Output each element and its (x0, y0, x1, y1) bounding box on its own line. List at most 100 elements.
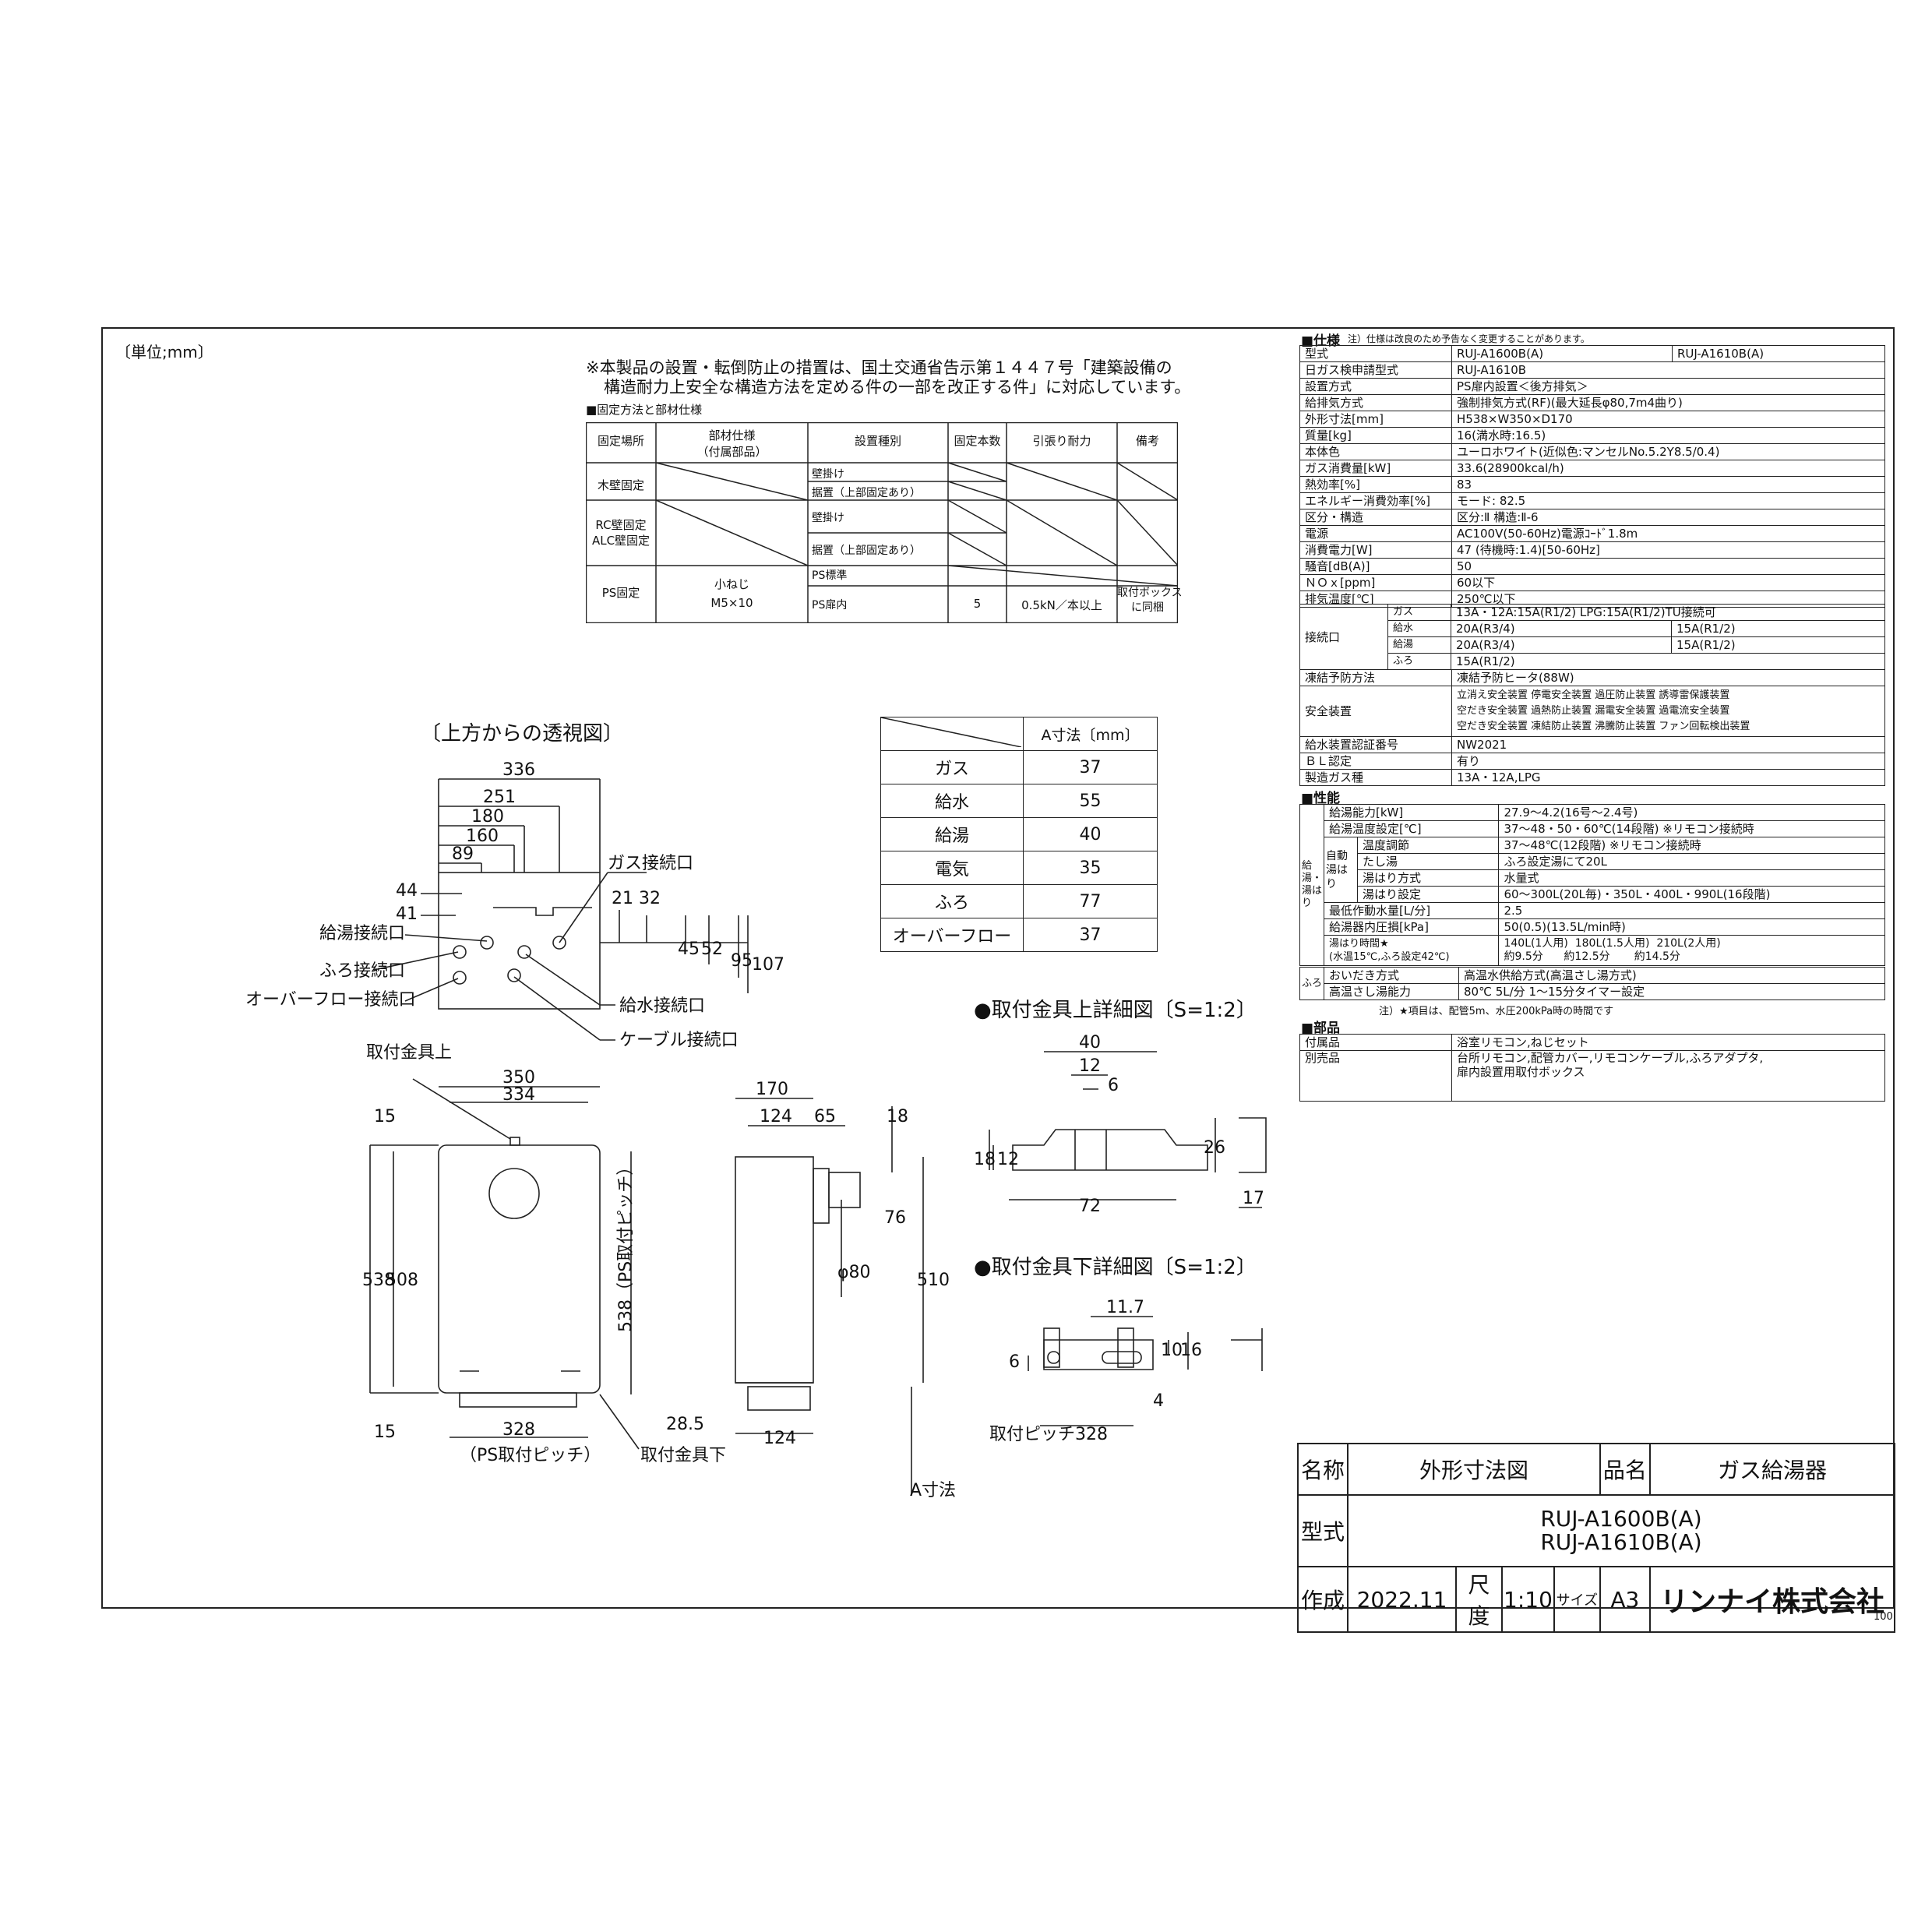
conn-key: 給水 (1387, 620, 1451, 637)
spec-value: RUJ-A1610B(A) (1672, 345, 1885, 362)
perf-footnote: 注）★項目は、配管5m、水圧200kPa時の時間です (1379, 1006, 1614, 1017)
sheet-number: 100 (1874, 1611, 1893, 1623)
perf-value: 27.9～4.2(16号～2.4号) (1498, 804, 1885, 821)
perf-value: 2.5 (1498, 902, 1885, 919)
a-row-value: 77 (1023, 884, 1158, 918)
rc-floor-set: 据置（上部固定あり） (812, 545, 921, 557)
dim-phi80: φ80 (837, 1263, 871, 1282)
bracket-bottom-label: 取付金具下 (640, 1446, 726, 1465)
perf-table: 給湯・湯はり給湯能力[kW]27.9～4.2(16号～2.4号) 給湯温度設定[… (1299, 804, 1885, 966)
perf-key: 最低作動水量[L/分] (1323, 902, 1500, 919)
spec-key: 給排気方式 (1299, 394, 1452, 411)
ps-count: 5 (973, 597, 982, 611)
dim-21: 21 (612, 889, 633, 908)
a-row-name: 給水 (880, 784, 1024, 818)
perf-value: 水量式 (1498, 869, 1885, 887)
spec-key: 質量[kg] (1299, 427, 1452, 444)
dim-18-bracket: 18 (974, 1150, 996, 1169)
size-label: サイズ (1553, 1566, 1601, 1633)
a-table-header: A寸法〔mm〕 (1023, 717, 1158, 751)
safety-line-1: 立消え安全装置 停電安全装置 過圧防止装置 誘導雷保護装置 (1457, 689, 1730, 701)
a-row-name: ふろ (880, 884, 1024, 918)
spec-value: 13A・12A,LPG (1451, 769, 1885, 786)
parts-title: ■部品 (1301, 1021, 1341, 1036)
safety-line-2: 空だき安全装置 過熱防止装置 漏電安全装置 過電流安全装置 (1457, 705, 1730, 717)
title-block: 名称 外形寸法図 品名 ガス給湯器 型式 RUJ-A1600B(A) RUJ-A… (1297, 1443, 1896, 1633)
wood-wall-hang: 壁掛け (812, 468, 844, 481)
dim-16: 16 (1180, 1341, 1202, 1360)
spec-value: ユーロホワイト(近似色:マンセルNo.5.2Y8.5/0.4) (1451, 443, 1885, 460)
perf-key: おいだき方式 (1324, 967, 1460, 984)
safety-line-3: 空だき安全装置 凍結防止装置 沸騰防止装置 ファン回転検出装置 (1457, 721, 1750, 732)
spec-value: AC100V(50-60Hz)電源ｺｰﾄﾞ1.8m (1451, 525, 1885, 542)
ps-inner: PS扉内 (812, 599, 848, 612)
dim-4: 4 (1153, 1391, 1164, 1411)
spec-value: 有り (1451, 753, 1885, 770)
a-row-name: 電気 (880, 851, 1024, 885)
rc-wall-hang: 壁掛け (812, 512, 844, 524)
spec-value: 60以下 (1451, 574, 1885, 591)
spec-value: PS扉内設置＜後方排気＞ (1451, 378, 1885, 395)
dim-32: 32 (639, 889, 661, 908)
perf-value: 高温水供給方式(高温さし湯方式) (1458, 967, 1885, 984)
dim-72: 72 (1079, 1197, 1101, 1216)
name-value: 外形寸法図 (1347, 1443, 1601, 1496)
spec-value: 250℃以下 (1451, 591, 1885, 608)
spec-key: 本体色 (1299, 443, 1452, 460)
fill-time-key: 湯はり時間★(水温15℃,ふろ設定42℃) (1323, 935, 1500, 966)
dim-45: 45 (678, 940, 700, 959)
perf-value: 37～48・50・60℃(14段階) ※リモコン接続時 (1498, 820, 1885, 837)
dim-10: 10 (1161, 1341, 1183, 1360)
perf-value: 37～48℃(12段階) ※リモコン接続時 (1498, 837, 1885, 854)
wood-floor-set: 据置（上部固定あり） (812, 487, 921, 499)
lower-detail-title: ●取付金具下詳細図〔S=1:2〕 (974, 1256, 1257, 1279)
model-label: 型式 (1297, 1494, 1349, 1567)
perf-key: 給湯能力[kW] (1323, 804, 1500, 821)
conn-value: 20A(R3/4) (1451, 620, 1672, 637)
a-row-value: 35 (1023, 851, 1158, 885)
row-wood: 木壁固定 (597, 478, 644, 492)
scale-label: 尺度 (1455, 1566, 1503, 1633)
spec-key: 製造ガス種 (1299, 769, 1452, 786)
spec-safety: 立消え安全装置 停電安全装置 過圧防止装置 誘導雷保護装置空だき安全装置 過熱防… (1451, 686, 1885, 737)
conn-key: ガス (1387, 604, 1451, 621)
col-tensile: 引張り耐力 (1032, 434, 1091, 448)
perf-title: ■性能 (1301, 791, 1341, 806)
dim-124-bottom: 124 (763, 1429, 796, 1448)
col-count: 固定本数 (954, 434, 1001, 448)
spec-key: 騒音[dB(A)] (1299, 558, 1452, 575)
spec-key: 凍結予防方法 (1299, 669, 1452, 686)
dim-17: 17 (1243, 1189, 1264, 1208)
spec-note: 注）仕様は改良のため予告なく変更することがあります。 (1348, 333, 1590, 344)
made-label: 作成 (1297, 1566, 1349, 1633)
spec-key: 設置方式 (1299, 378, 1452, 395)
ps-tensile: 0.5kN／本以上 (1021, 598, 1102, 612)
spec-table-2: 凍結予防方法凍結予防ヒータ(88W) 安全装置 立消え安全装置 停電安全装置 過… (1299, 669, 1885, 786)
pitch-328-label: 取付ピッチ328 (989, 1425, 1108, 1444)
spec-key: 外形寸法[mm] (1299, 411, 1452, 428)
bath-connection-label: ふろ接続口 (319, 961, 405, 981)
spec-key: ＮＯｘ[ppm] (1299, 574, 1452, 591)
dim-328: 328 (502, 1420, 535, 1440)
a-dimension-label: A寸法 (910, 1481, 956, 1500)
parts-value: 台所リモコン,配管カバー,リモコンケーブル,ふろアダプタ, 扉内設置用取付ボック… (1451, 1050, 1885, 1102)
spec-value: RUJ-A1600B(A) (1451, 345, 1673, 362)
perf-key: 給湯器内圧損[kPa] (1323, 918, 1500, 936)
col-location: 固定場所 (597, 434, 644, 448)
upper-detail-title: ●取付金具上詳細図〔S=1:2〕 (974, 999, 1257, 1022)
dim-6-top: 6 (1108, 1076, 1119, 1095)
spec-value: 50 (1451, 558, 1885, 575)
spec-value: H538×W350×D170 (1451, 411, 1885, 428)
spec-key: ガス消費量[kW] (1299, 460, 1452, 477)
spec-key: ＢＬ認定 (1299, 753, 1452, 770)
dim-510: 510 (917, 1271, 950, 1290)
perf-key: たし湯 (1356, 853, 1500, 870)
name-label: 名称 (1297, 1443, 1349, 1496)
dim-65: 65 (814, 1107, 836, 1126)
conn-value: 20A(R3/4) (1451, 636, 1672, 654)
spec-value: 83 (1451, 476, 1885, 493)
col-type: 設置種別 (854, 434, 901, 448)
